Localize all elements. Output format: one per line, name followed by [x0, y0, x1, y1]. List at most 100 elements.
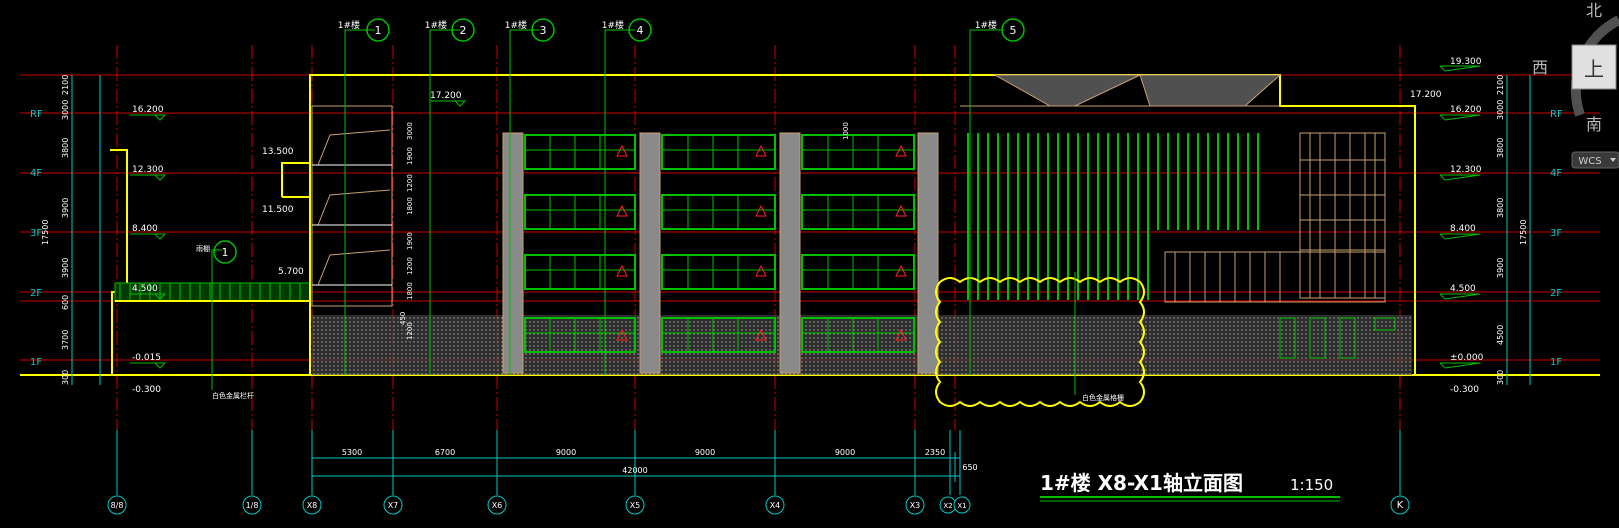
compass-south[interactable]: 南 [1586, 115, 1602, 134]
svg-text:1200: 1200 [406, 322, 414, 340]
compass-north[interactable]: 北 [1586, 1, 1602, 20]
svg-text:2: 2 [460, 24, 467, 37]
svg-text:X5: X5 [630, 501, 641, 510]
svg-text:X8: X8 [307, 501, 318, 510]
material-notes: 白色金属栏杆 白色金属格栅 [212, 391, 1124, 402]
svg-text:1900: 1900 [406, 147, 414, 165]
right-level-markers: 19.300 17.200 16.200 12.300 8.400 4.500 … [1410, 57, 1484, 395]
viewcube-face[interactable] [1571, 44, 1617, 90]
callout-canopy: 1 雨棚 [196, 240, 237, 264]
svg-text:2100: 2100 [1496, 75, 1505, 95]
chevron-down-icon [1610, 158, 1616, 162]
svg-text:1F: 1F [1550, 357, 1562, 368]
callout-1: 1 1#楼 [338, 18, 390, 42]
staircase-section [311, 105, 393, 307]
svg-text:1800: 1800 [406, 282, 414, 300]
svg-text:3900: 3900 [61, 198, 70, 218]
left-level-markers: 16.200 12.300 8.400 4.500 -0.015 -0.300 … [132, 91, 462, 395]
window-dimension-labels: 3000 1900 1200 1800 1900 1200 1800 450 1… [399, 122, 850, 340]
svg-text:白色金属栏杆: 白色金属栏杆 [212, 391, 254, 400]
callout-5: 5 1#楼 [975, 18, 1025, 42]
left-dimension-chain: 2100 3000 3800 3900 3900 600 3700 300 17… [41, 75, 101, 385]
roof-parapet [960, 74, 1282, 107]
svg-text:白色金属格栅: 白色金属格栅 [1082, 393, 1124, 402]
svg-text:9000: 9000 [835, 448, 855, 457]
callout-4: 4 1#楼 [602, 18, 652, 42]
compass-west[interactable]: 西 [1532, 58, 1548, 77]
drawing-title: 1#楼 X8-X1轴立面图 [1040, 471, 1243, 495]
svg-text:-0.015: -0.015 [132, 353, 161, 363]
wcs-label: WCS [1578, 156, 1601, 167]
window-bays [502, 132, 939, 374]
callout-bubbles: 1 1#楼 2 1#楼 3 1#楼 4 1#楼 5 1#楼 1 雨棚 [196, 18, 1025, 264]
svg-text:1900: 1900 [406, 232, 414, 250]
drawing-title-block: 1#楼 X8-X1轴立面图 1:150 [1040, 471, 1340, 502]
svg-text:12.300: 12.300 [132, 165, 164, 175]
svg-text:17500: 17500 [1519, 220, 1528, 245]
svg-text:雨棚: 雨棚 [196, 244, 210, 253]
svg-text:16.200: 16.200 [132, 105, 164, 115]
right-dimension-chain: 2100 3000 3800 3800 3900 4500 300 17500 [1496, 75, 1531, 385]
svg-text:3900: 3900 [61, 258, 70, 278]
svg-text:X1: X1 [957, 502, 966, 510]
ground-floor-base [312, 315, 1412, 375]
svg-text:X7: X7 [388, 501, 399, 510]
svg-text:450: 450 [399, 312, 407, 325]
svg-text:-0.300: -0.300 [132, 385, 161, 395]
svg-text:6700: 6700 [435, 448, 455, 457]
svg-text:13.500: 13.500 [262, 147, 294, 157]
svg-text:3: 3 [540, 24, 547, 37]
svg-text:4.500: 4.500 [132, 284, 158, 294]
svg-text:17.200: 17.200 [1410, 90, 1442, 100]
svg-text:X3: X3 [910, 501, 921, 510]
svg-text:RF: RF [30, 109, 43, 120]
svg-text:4.500: 4.500 [1450, 284, 1476, 294]
revision-cloud [935, 277, 1145, 407]
viewcube-top-label: 上 [1584, 57, 1604, 81]
floor-tags-right: RF 4F 3F 2F 1F [1550, 109, 1563, 368]
svg-text:X6: X6 [492, 501, 503, 510]
svg-text:1800: 1800 [406, 197, 414, 215]
svg-text:1200: 1200 [406, 257, 414, 275]
svg-text:9000: 9000 [695, 448, 715, 457]
svg-text:3900: 3900 [1496, 258, 1505, 278]
svg-text:3700: 3700 [61, 330, 70, 350]
wcs-menu-button[interactable] [1571, 151, 1619, 169]
svg-text:650: 650 [962, 463, 977, 472]
callout-2: 2 1#楼 [425, 18, 475, 42]
svg-text:K: K [1397, 500, 1404, 511]
svg-text:1#楼: 1#楼 [505, 19, 527, 31]
svg-text:1#楼: 1#楼 [602, 19, 624, 31]
svg-text:2F: 2F [1550, 288, 1562, 299]
svg-text:3800: 3800 [1496, 198, 1505, 218]
svg-text:2100: 2100 [61, 75, 70, 95]
bottom-axis-bubbles: 8/8 1/8 X8 X7 X6 X5 X4 X3 X2 X1 K [107, 430, 1410, 515]
svg-text:4500: 4500 [1496, 325, 1505, 345]
svg-text:1#楼: 1#楼 [975, 19, 997, 31]
svg-text:1F: 1F [30, 357, 42, 368]
svg-text:X2: X2 [943, 502, 952, 510]
right-lattice-facade [1164, 132, 1396, 359]
svg-text:8/8: 8/8 [111, 501, 124, 510]
svg-text:17.200: 17.200 [430, 91, 462, 101]
svg-text:1#楼: 1#楼 [338, 19, 360, 31]
left-level-triangles [130, 100, 467, 369]
svg-text:5: 5 [1010, 24, 1017, 37]
svg-text:3800: 3800 [61, 138, 70, 158]
svg-text:11.500: 11.500 [262, 205, 294, 215]
svg-text:8.400: 8.400 [1450, 224, 1476, 234]
right-level-triangles [1439, 65, 1481, 369]
svg-text:1/8: 1/8 [246, 501, 259, 510]
svg-text:4F: 4F [30, 168, 42, 179]
svg-text:RF: RF [1550, 109, 1563, 120]
callout-leaders [211, 29, 1076, 395]
svg-text:-0.300: -0.300 [1450, 385, 1479, 395]
svg-text:1#楼: 1#楼 [425, 19, 447, 31]
svg-text:1: 1 [222, 246, 229, 259]
svg-text:3800: 3800 [1496, 138, 1505, 158]
callout-3: 3 1#楼 [505, 18, 555, 42]
viewcube-compass[interactable]: 上 北 西 南 WCS [1532, 1, 1619, 169]
svg-text:8.400: 8.400 [132, 224, 158, 234]
svg-text:300: 300 [1496, 370, 1505, 385]
